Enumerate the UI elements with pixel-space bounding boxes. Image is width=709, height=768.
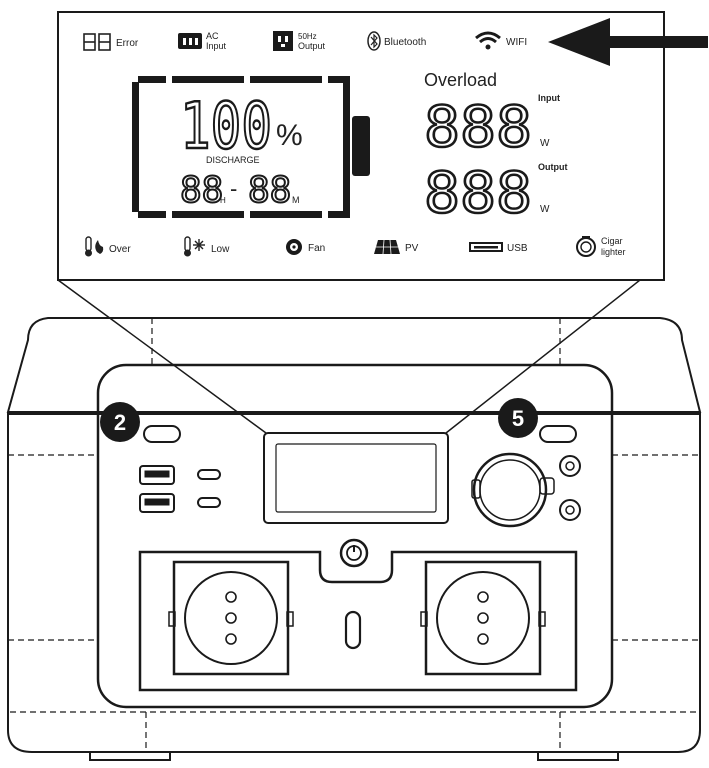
usb-port-icon bbox=[469, 242, 503, 252]
error-indicator: Error bbox=[83, 33, 139, 51]
fan-label: Fan bbox=[308, 243, 325, 254]
power-station-body bbox=[6, 317, 702, 761]
callout-badge-5: 5 bbox=[498, 398, 538, 438]
usb-label: USB bbox=[507, 243, 528, 254]
time-minutes-digits: 88 bbox=[248, 170, 291, 211]
wifi-indicator: WIFI bbox=[475, 31, 527, 50]
low-label: Low bbox=[211, 244, 230, 255]
input-power-digits: 888 bbox=[424, 95, 532, 160]
front-panel-frame bbox=[96, 363, 614, 709]
error-icon bbox=[83, 33, 111, 51]
usb-a-port-2 bbox=[139, 493, 175, 513]
bluetooth-indicator: Bluetooth bbox=[367, 31, 426, 51]
ac-outlet-left bbox=[168, 560, 294, 676]
battery-mode-label: DISCHARGE bbox=[206, 155, 260, 165]
ac-output-label-line1: 50Hz bbox=[298, 32, 317, 41]
usb-c-port-2 bbox=[197, 497, 221, 508]
foot-right bbox=[537, 752, 619, 761]
input-label: Input bbox=[538, 93, 560, 103]
over-label: Over bbox=[109, 244, 131, 255]
housing-bottom bbox=[7, 413, 701, 753]
callout-badge-2: 2 bbox=[100, 402, 140, 442]
callout-leader-lines bbox=[57, 279, 641, 434]
ac-power-button[interactable] bbox=[539, 425, 577, 443]
ac-input-icon bbox=[178, 33, 202, 49]
thermometer-flame-icon bbox=[85, 236, 104, 257]
input-unit: W bbox=[540, 138, 550, 149]
usb-indicator: USB bbox=[469, 242, 528, 254]
cigar-socket-icon bbox=[576, 236, 596, 257]
usb-c-port-1 bbox=[197, 469, 221, 480]
main-power-button[interactable] bbox=[339, 538, 369, 568]
usb-c-port-center bbox=[344, 610, 362, 650]
cigar-label-line2: lighter bbox=[601, 247, 626, 257]
error-label: Error bbox=[116, 38, 139, 49]
battery-percent-sign: % bbox=[276, 119, 303, 152]
bluetooth-label: Bluetooth bbox=[384, 37, 426, 48]
thermometer-snowflake-icon bbox=[184, 236, 205, 257]
callout-number-2: 2 bbox=[114, 410, 126, 435]
foot-left bbox=[89, 752, 171, 761]
ac-input-indicator: AC Input bbox=[178, 31, 227, 51]
output-power-readout: 888 Output W bbox=[423, 160, 568, 228]
wifi-icon bbox=[475, 31, 501, 50]
cigar-label-line1: Cigar bbox=[601, 236, 623, 246]
device-lcd-screen bbox=[263, 432, 449, 524]
ac-output-icon bbox=[273, 31, 293, 51]
input-power-readout: 888 Input W bbox=[423, 93, 560, 161]
low-temp-indicator: Low bbox=[184, 236, 230, 257]
cigar-lighter-indicator: Cigar lighter bbox=[576, 236, 626, 257]
pv-indicator: PV bbox=[374, 239, 419, 255]
ac-output-indicator: 50Hz Output bbox=[273, 31, 326, 51]
dc-port-1 bbox=[559, 455, 581, 477]
pointer-arrow bbox=[548, 18, 708, 66]
callout-number-5: 5 bbox=[512, 406, 524, 431]
output-unit: W bbox=[540, 204, 550, 215]
wifi-label: WIFI bbox=[506, 37, 527, 48]
fan-indicator: Fan bbox=[286, 239, 325, 255]
overload-label: Overload bbox=[424, 70, 497, 90]
outlet-panel bbox=[138, 550, 578, 692]
battery-gauge: 100 % DISCHARGE 88 H - 88 M bbox=[132, 76, 370, 218]
dc-port-2 bbox=[559, 499, 581, 521]
ac-outlet-right bbox=[420, 560, 546, 676]
ac-input-label-line2: Input bbox=[206, 41, 227, 51]
time-separator: - bbox=[230, 176, 237, 201]
device-lcd-inner bbox=[275, 443, 437, 513]
output-label: Output bbox=[538, 162, 568, 172]
solar-panel-icon bbox=[374, 239, 400, 255]
housing-top bbox=[6, 317, 702, 413]
battery-outline bbox=[132, 76, 370, 218]
cigar-lighter-socket bbox=[471, 452, 555, 528]
bluetooth-icon bbox=[367, 31, 381, 51]
pv-label: PV bbox=[405, 243, 419, 254]
time-hours-unit: H bbox=[220, 196, 226, 205]
time-hours-digits: 88 bbox=[180, 170, 223, 211]
ac-output-label-line2: Output bbox=[298, 41, 326, 51]
time-minutes-unit: M bbox=[292, 195, 300, 205]
front-panel bbox=[96, 363, 614, 709]
ac-input-label-line1: AC bbox=[206, 31, 219, 41]
battery-percent-digits: 100 bbox=[180, 90, 272, 164]
output-power-digits: 888 bbox=[424, 161, 532, 226]
lcd-panel: Error AC Input 50Hz Output bbox=[57, 11, 665, 281]
usb-a-port-1 bbox=[139, 465, 175, 485]
over-temp-indicator: Over bbox=[85, 236, 131, 257]
dc-power-button[interactable] bbox=[143, 425, 181, 443]
fan-icon bbox=[286, 239, 302, 255]
